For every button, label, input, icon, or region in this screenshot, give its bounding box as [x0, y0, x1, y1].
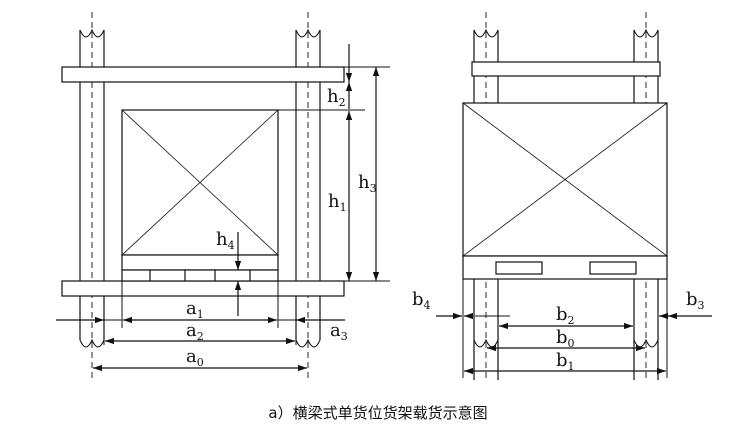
label-b0: b0: [556, 327, 575, 350]
left-cargo-box: [121, 109, 279, 256]
label-a2: a2: [186, 320, 204, 343]
label-a3: a3: [330, 320, 348, 343]
left-top-beam: [61, 66, 345, 83]
left-front-view: [56, 12, 390, 378]
label-b4: b4: [412, 289, 431, 312]
right-top-beam: [471, 61, 661, 77]
label-h4: h4: [216, 229, 235, 252]
label-h1: h1: [328, 191, 347, 214]
right-pallet: [462, 255, 668, 280]
label-a1: a1: [186, 298, 204, 321]
figure-caption: a）横梁式单货位货架载货示意图: [268, 404, 488, 422]
left-bottom-beam: [61, 280, 345, 297]
label-h3: h3: [358, 172, 377, 195]
label-b2: b2: [556, 304, 575, 327]
label-a0: a0: [186, 346, 204, 369]
label-h2: h2: [327, 86, 346, 109]
left-pallet: [121, 254, 279, 282]
right-cargo-box: [462, 102, 668, 257]
right-side-view: [436, 12, 712, 380]
label-b3: b3: [686, 289, 705, 312]
label-b1: b1: [556, 350, 575, 373]
